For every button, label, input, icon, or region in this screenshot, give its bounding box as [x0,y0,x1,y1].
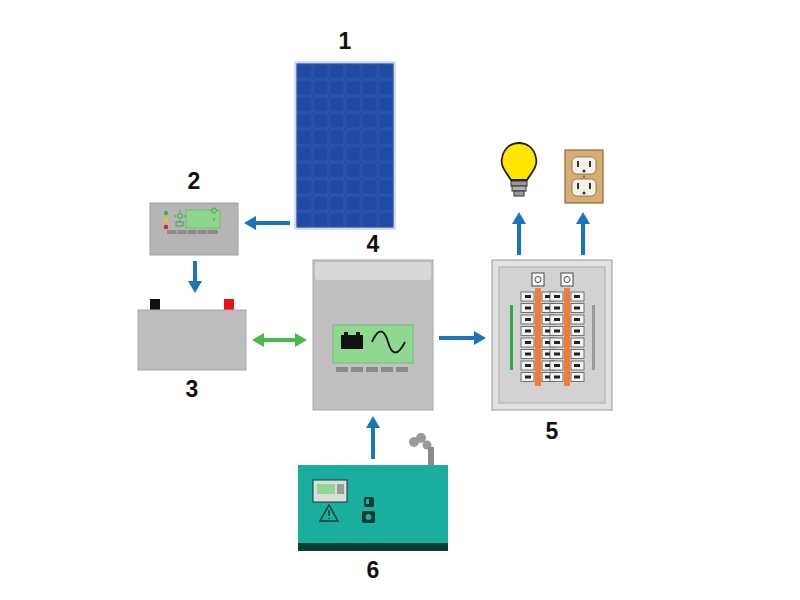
component-box: 3 [138,299,246,400]
callout-number: 1 [296,28,394,54]
solar-panel [295,62,395,229]
battery-link-arrow [252,333,307,347]
callout-number: 2 [150,168,238,194]
power-flow-arrow [188,261,202,293]
component-box: 2 [150,170,238,255]
power-flow-arrow [366,416,380,459]
callout-number: 6 [298,557,448,583]
breaker-panel [492,260,612,410]
callout-number: 3 [138,376,246,402]
charge-controller [150,203,238,255]
component-box: 4 [313,233,433,410]
light-bulb [502,143,537,196]
callout-number: 4 [313,231,433,257]
inverter-charger [313,260,433,410]
component-box: 6 [298,465,448,581]
power-flow-arrow [244,216,290,230]
battery-bank [138,299,246,370]
callout-number: 5 [492,418,612,444]
component-box: 1 [296,30,394,229]
wall-outlet [565,150,603,203]
load-arrows [512,212,590,255]
component-box: 5 [492,260,612,442]
power-flow-arrow [439,331,486,345]
